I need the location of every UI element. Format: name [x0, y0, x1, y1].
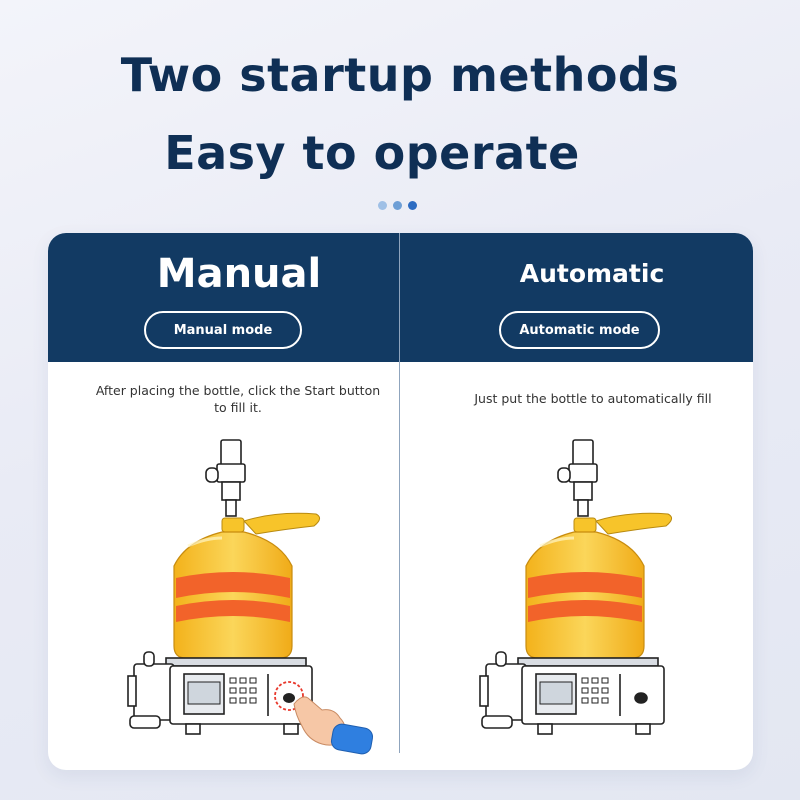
pager-dot-3[interactable] — [408, 201, 417, 210]
filling-machine-body-icon — [127, 651, 313, 735]
manual-mode-button[interactable]: Manual mode — [144, 311, 302, 349]
filling-nozzle-icon — [205, 439, 246, 517]
manual-filling-machine-illustration — [127, 439, 374, 755]
automatic-mode-button[interactable]: Automatic mode — [499, 311, 660, 349]
comparison-card: Manual Manual mode Automatic Automatic m… — [48, 233, 753, 770]
automatic-filling-machine-illustration — [479, 439, 672, 735]
pager-dot-2[interactable] — [393, 201, 402, 210]
start-button-icon — [274, 681, 304, 711]
oil-bottle-icon — [173, 517, 293, 659]
manual-title: Manual — [156, 251, 322, 297]
headline-line-1: Two startup methods — [120, 48, 680, 102]
manual-description: After placing the bottle, click the Star… — [95, 383, 381, 415]
panel-divider — [399, 233, 400, 753]
pager-dot-1[interactable] — [378, 201, 387, 210]
filling-nozzle-icon — [557, 439, 598, 517]
card-header — [48, 233, 753, 362]
automatic-title: Automatic — [519, 259, 665, 288]
headline-line-2: Easy to operate — [164, 126, 580, 180]
oil-bottle-icon — [525, 517, 645, 659]
automatic-description: Just put the bottle to automatically fil… — [474, 391, 712, 406]
filling-machine-body-icon — [479, 651, 665, 735]
pointing-hand-icon — [293, 696, 374, 755]
pager-dots — [378, 201, 417, 210]
